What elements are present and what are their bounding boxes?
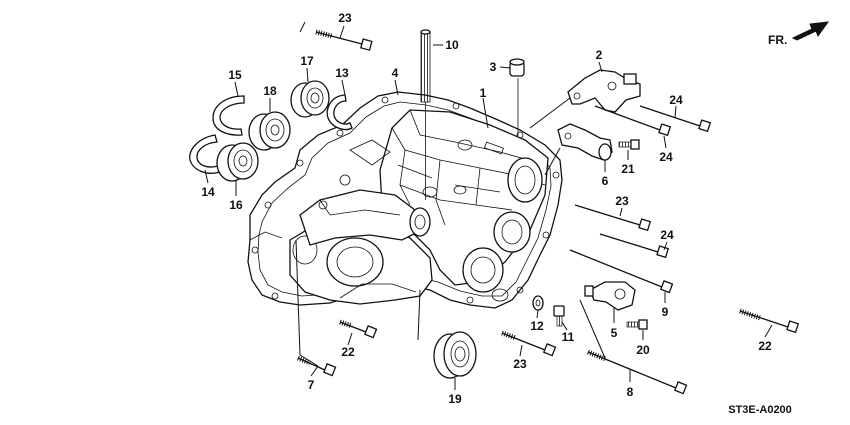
callout-7: 7 xyxy=(308,378,315,392)
callout-13: 13 xyxy=(335,66,349,80)
bolt-24-c xyxy=(599,233,670,259)
callout-8: 8 xyxy=(627,385,634,399)
callout-1: 1 xyxy=(480,86,487,100)
bolt-11 xyxy=(553,305,565,327)
front-arrow-icon xyxy=(791,21,830,41)
callout-4: 4 xyxy=(392,66,399,80)
bracket-2 xyxy=(567,69,641,113)
leader-lines xyxy=(204,21,773,390)
callout-16: 16 xyxy=(229,198,243,212)
callout-15: 15 xyxy=(228,68,242,82)
bearing-16 xyxy=(216,142,259,182)
oil-seal-19 xyxy=(433,331,477,379)
callout-24-c: 24 xyxy=(660,228,674,242)
diagram-code: ST3E-A0200 xyxy=(728,404,792,416)
callout-5: 5 xyxy=(611,326,618,340)
callout-6: 6 xyxy=(602,174,609,188)
bearing-17 xyxy=(290,80,330,118)
bolt-23-top xyxy=(315,29,373,51)
snap-ring-15 xyxy=(212,95,245,136)
bolt-8 xyxy=(587,349,688,395)
bolt-23-mid xyxy=(574,204,652,232)
callout-22-right: 22 xyxy=(758,339,772,353)
callout-9: 9 xyxy=(662,305,669,319)
callout-24-a: 24 xyxy=(669,93,683,107)
bolt-24-b xyxy=(594,105,672,137)
bolt-21 xyxy=(618,139,640,150)
callout-20: 20 xyxy=(636,343,650,357)
callout-labels: 1 2 3 4 5 6 7 8 9 10 11 12 13 14 15 16 1… xyxy=(201,11,772,406)
snap-rings xyxy=(189,94,353,174)
callout-23-top: 23 xyxy=(338,11,352,25)
bolt-22-right xyxy=(739,308,800,334)
stud-bolt-10 xyxy=(420,29,431,200)
callout-22-left: 22 xyxy=(341,345,355,359)
bearing-18 xyxy=(248,111,291,151)
transmission-housing xyxy=(247,91,563,309)
bracket-6 xyxy=(557,123,613,161)
callout-14: 14 xyxy=(201,185,215,199)
callout-23-bottom: 23 xyxy=(513,357,527,371)
callout-12: 12 xyxy=(530,319,544,333)
washer-12 xyxy=(532,295,544,311)
bolt-23-bottom xyxy=(501,330,557,357)
bracket-5 xyxy=(584,281,636,311)
callout-18: 18 xyxy=(263,84,277,98)
bolt-22-left xyxy=(339,319,378,339)
snap-ring-13 xyxy=(326,94,353,131)
bolt-24-a xyxy=(639,105,712,133)
callout-21: 21 xyxy=(621,162,635,176)
flange-bolts xyxy=(297,29,800,395)
callout-11: 11 xyxy=(562,330,575,344)
callout-19: 19 xyxy=(448,392,462,406)
snap-ring-14 xyxy=(189,134,221,174)
callout-3: 3 xyxy=(490,60,497,74)
bolt-7 xyxy=(297,355,337,377)
bolt-20 xyxy=(626,319,648,330)
callout-24-b: 24 xyxy=(659,150,673,164)
callout-10: 10 xyxy=(445,38,459,52)
cap-3 xyxy=(509,58,525,136)
bolt-9 xyxy=(569,249,674,294)
callout-2: 2 xyxy=(596,48,603,62)
front-indicator: FR. xyxy=(768,21,830,47)
front-indicator-label: FR. xyxy=(768,33,787,47)
callout-23-mid: 23 xyxy=(615,194,629,208)
callout-17: 17 xyxy=(300,54,314,68)
